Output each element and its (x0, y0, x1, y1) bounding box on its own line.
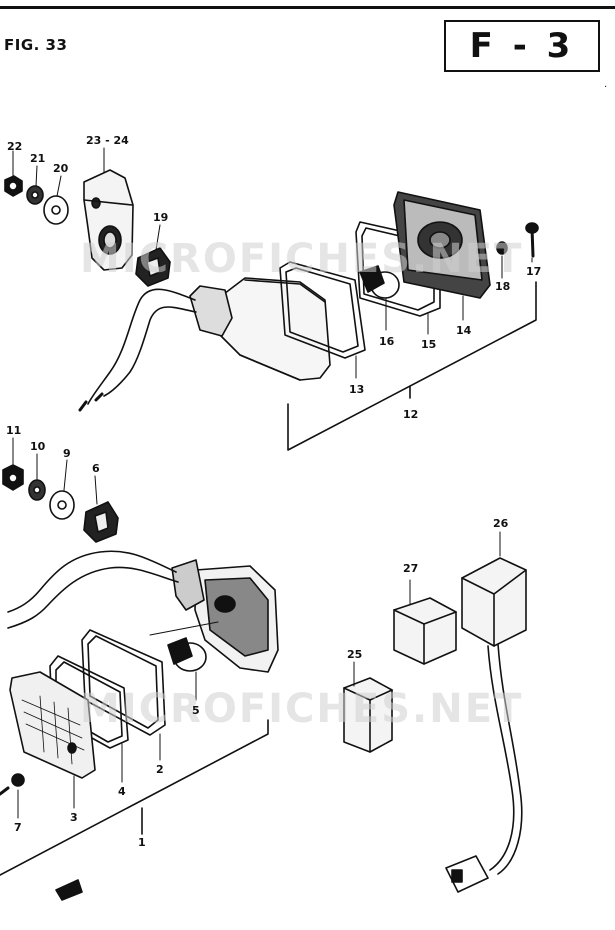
section-code-box: F - 3 (444, 20, 600, 72)
washer-18 (496, 241, 508, 255)
callout-16: 16 (379, 335, 395, 348)
relay-27 (393, 579, 457, 665)
screw-7 (0, 773, 25, 796)
watermark-upper: MICROFICHES.NET (80, 236, 523, 282)
top-border-rule (0, 6, 615, 9)
screw-17 (525, 222, 539, 258)
callout-20: 20 (53, 162, 69, 175)
wire-harness-lower (7, 550, 179, 629)
callout-1: 1 (138, 836, 146, 849)
lock-washer-21 (26, 185, 44, 205)
lens-3 (9, 671, 96, 779)
lock-washer-10 (28, 479, 46, 501)
callout-15: 15 (421, 338, 436, 351)
grommet-19 (135, 247, 171, 287)
callout-17: 17 (526, 265, 541, 278)
callout-6: 6 (92, 462, 100, 475)
leader-lines-upper (12, 147, 533, 379)
callout-13: 13 (349, 383, 364, 396)
assembly-bracket-12 (287, 281, 537, 451)
assembly-bracket-1 (0, 719, 269, 876)
section-code: F - 3 (469, 26, 575, 66)
callout-3: 3 (70, 811, 78, 824)
callout-21: 21 (30, 152, 45, 165)
turn-signal-housing-upper (189, 277, 331, 381)
wire-harness-upper (78, 288, 197, 412)
washer-20 (43, 195, 69, 225)
bulb-5 (149, 621, 219, 672)
callout-2: 2 (156, 763, 164, 776)
grommet-6 (83, 501, 119, 543)
lens-14 (393, 191, 491, 299)
washer-9 (49, 490, 75, 520)
gasket-4 (49, 655, 129, 749)
callout-27: 27 (403, 562, 418, 575)
nut-11 (2, 464, 24, 491)
callout-9: 9 (63, 447, 71, 460)
callout-10: 10 (30, 440, 46, 453)
direction-arrow-mark (55, 879, 83, 901)
relay-25 (343, 661, 393, 753)
callout-22: 22 (7, 140, 22, 153)
callout-11: 11 (6, 424, 21, 437)
callout-19: 19 (153, 211, 168, 224)
turn-signal-housing-lower (171, 559, 279, 673)
callout-5: 5 (192, 704, 200, 717)
callout-7: 7 (14, 821, 22, 834)
callout-12: 12 (403, 408, 418, 421)
leader-lines-lower (12, 437, 197, 819)
callout-25: 25 (347, 648, 362, 661)
callout-4: 4 (118, 785, 126, 798)
gasket-2 (81, 629, 166, 736)
relay-26-with-harness (445, 531, 527, 893)
callout-18: 18 (495, 280, 510, 293)
gasket-13 (279, 261, 366, 359)
callout-26: 26 (493, 517, 509, 530)
bracket-23-24 (83, 169, 134, 271)
watermark-lower: MICROFICHES.NET (80, 686, 523, 732)
bulb-16 (359, 265, 400, 299)
edge-dot-mark: · (604, 82, 608, 93)
callout-14: 14 (456, 324, 472, 337)
nut-22 (4, 175, 23, 197)
figure-label: FIG. 33 (4, 36, 68, 54)
callout-23-24: 23 - 24 (86, 134, 129, 147)
